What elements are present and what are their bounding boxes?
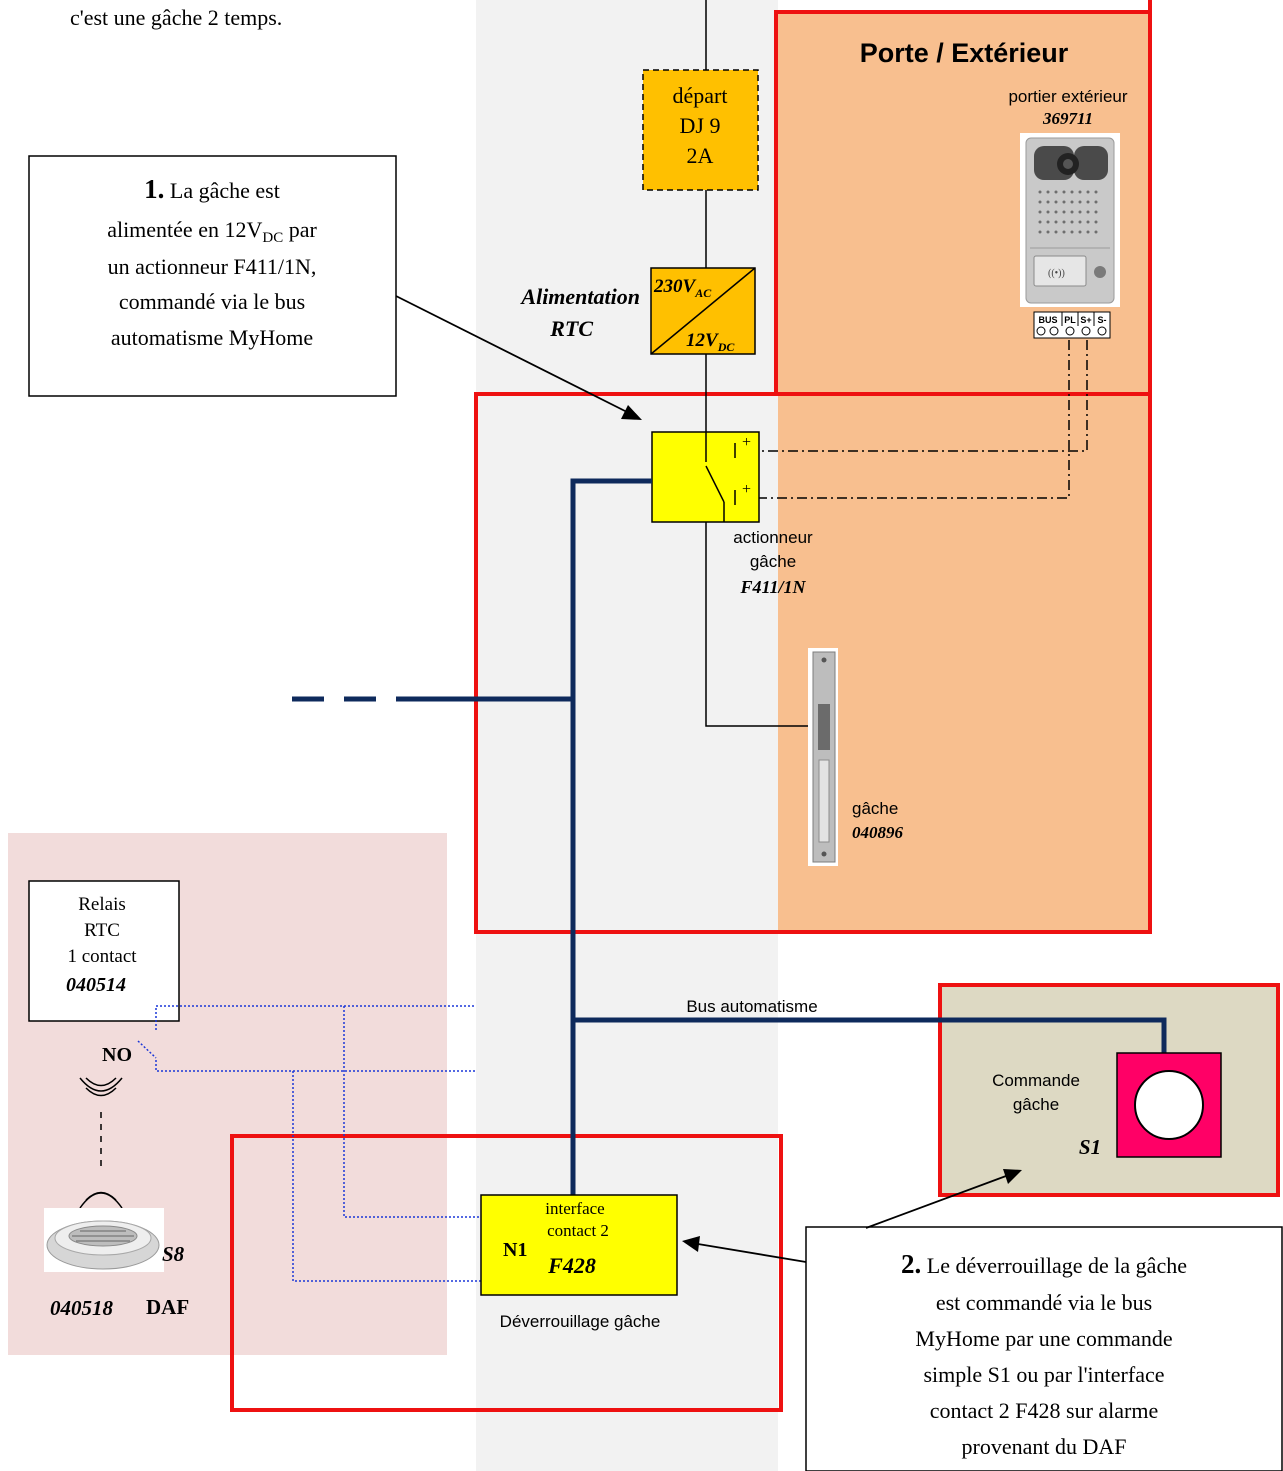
wire-n1-bottom bbox=[292, 1071, 481, 1282]
daf-ref: 040518 bbox=[50, 1296, 114, 1320]
interface-line1: interface bbox=[545, 1199, 604, 1218]
bus-line-main bbox=[570, 478, 652, 1195]
relais-contact-no: NO bbox=[102, 1044, 132, 1066]
wire-no-top bbox=[155, 1005, 475, 1030]
callout-2-arrow-interface bbox=[697, 1243, 807, 1263]
portier-ref: 369711 bbox=[1042, 109, 1093, 128]
actionneur-label2: gâche bbox=[750, 552, 796, 571]
power-supply-label2: RTC bbox=[549, 316, 593, 341]
bus-line-commande bbox=[573, 1017, 1167, 1053]
actionneur-plus1: + bbox=[742, 434, 751, 451]
callout-2-line3: MyHome par une commande bbox=[915, 1326, 1172, 1351]
smoke-detector-icon bbox=[44, 1208, 164, 1272]
callout-2-arrowhead-commande bbox=[1003, 1169, 1022, 1184]
power-supply-input: 230VAC bbox=[653, 276, 712, 300]
power-supply-label1: Alimentation bbox=[519, 284, 640, 309]
portier-label: portier extérieur bbox=[1008, 87, 1127, 106]
gache-label: gâche bbox=[852, 799, 898, 818]
relais-contact-blade bbox=[137, 1040, 157, 1059]
interface-ref: F428 bbox=[547, 1253, 596, 1278]
interface-line2: contact 2 bbox=[547, 1221, 609, 1240]
actionneur-label1: actionneur bbox=[733, 528, 813, 547]
interface-module bbox=[480, 1194, 678, 1296]
wire-actionneur-gache bbox=[705, 522, 812, 727]
portier-terminal-bus: BUS bbox=[1038, 315, 1057, 325]
relais-module bbox=[28, 880, 180, 1022]
top-note: c'est une gâche 2 temps. bbox=[70, 5, 282, 30]
callout-1-line1: 1. La gâche est bbox=[144, 174, 280, 204]
callout-2-line2: est commandé via le bus bbox=[936, 1290, 1152, 1315]
strike-plate-icon bbox=[808, 648, 838, 866]
zone-title-porte: Porte / Extérieur bbox=[860, 38, 1069, 68]
interface-n1: N1 bbox=[503, 1239, 527, 1261]
callout-2-arrowhead-interface bbox=[682, 1236, 700, 1252]
callout-2-line4: simple S1 ou par l'interface bbox=[923, 1362, 1164, 1387]
portier-terminal-sminus: S- bbox=[1098, 315, 1107, 325]
bus-label: Bus automatisme bbox=[686, 997, 817, 1016]
relais-ref: 040514 bbox=[66, 974, 126, 996]
gache-ref: 040896 bbox=[852, 823, 904, 842]
callout-2-line5: contact 2 F428 sur alarme bbox=[930, 1398, 1159, 1423]
wire-portier-plus2 bbox=[752, 340, 1070, 499]
callout-1-arrowhead bbox=[621, 405, 642, 420]
commande-button-icon bbox=[1134, 1070, 1204, 1140]
relais-line2: RTC bbox=[84, 920, 120, 941]
actionneur-contact-blade bbox=[705, 465, 725, 503]
callout-1-arrow bbox=[395, 295, 628, 413]
callout-1-box bbox=[28, 155, 397, 397]
commande-line2: gâche bbox=[1013, 1095, 1059, 1114]
commande-ref: S1 bbox=[1079, 1135, 1101, 1159]
callout-1-line2: alimentée en 12VDC par bbox=[107, 217, 317, 246]
relais-line1: Relais bbox=[78, 894, 126, 915]
power-supply-output: 12VDC bbox=[686, 330, 735, 354]
portier-terminal-pl: PL bbox=[1064, 315, 1076, 325]
frame-porte-top bbox=[774, 0, 1152, 392]
frame-interface bbox=[230, 1134, 783, 1412]
interface-caption: Déverrouillage gâche bbox=[500, 1312, 661, 1331]
daf-name: DAF bbox=[146, 1295, 189, 1319]
callout-2-box bbox=[805, 1226, 1283, 1471]
frame-actionneur bbox=[474, 392, 1152, 934]
daf-s8: S8 bbox=[162, 1242, 185, 1266]
callout-1-line4: commandé via le bus bbox=[119, 289, 305, 314]
depart-line1: départ bbox=[673, 83, 728, 108]
svg-text:((•)): ((•)) bbox=[1048, 268, 1065, 279]
callout-2-line1: 2. Le déverrouillage de la gâche bbox=[901, 1249, 1187, 1279]
radio-wave-icon bbox=[79, 1077, 123, 1097]
commande-line1: Commande bbox=[992, 1071, 1080, 1090]
wire-portier-plus1 bbox=[752, 340, 1088, 452]
portier-terminal-splus: S+ bbox=[1080, 315, 1091, 325]
actionneur-ref: F411/1N bbox=[739, 577, 806, 597]
frame-commande bbox=[938, 983, 1280, 1197]
actionneur-plus2: + bbox=[742, 481, 751, 498]
depart-line2: DJ 9 bbox=[680, 113, 721, 138]
depart-line3: 2A bbox=[687, 143, 714, 168]
door-station-icon: ((•)) bbox=[1020, 133, 1120, 339]
callout-2-arrow-commande bbox=[865, 1175, 1007, 1229]
relais-line3: 1 contact bbox=[67, 946, 137, 967]
callout-1-line5: automatisme MyHome bbox=[111, 325, 313, 350]
power-supply-diagonal bbox=[650, 267, 756, 355]
zone-commande bbox=[940, 985, 1278, 1195]
callout-2-line6: provenant du DAF bbox=[962, 1434, 1127, 1459]
callout-1-line3: un actionneur F411/1N, bbox=[108, 254, 317, 279]
depart-breaker bbox=[642, 69, 759, 191]
